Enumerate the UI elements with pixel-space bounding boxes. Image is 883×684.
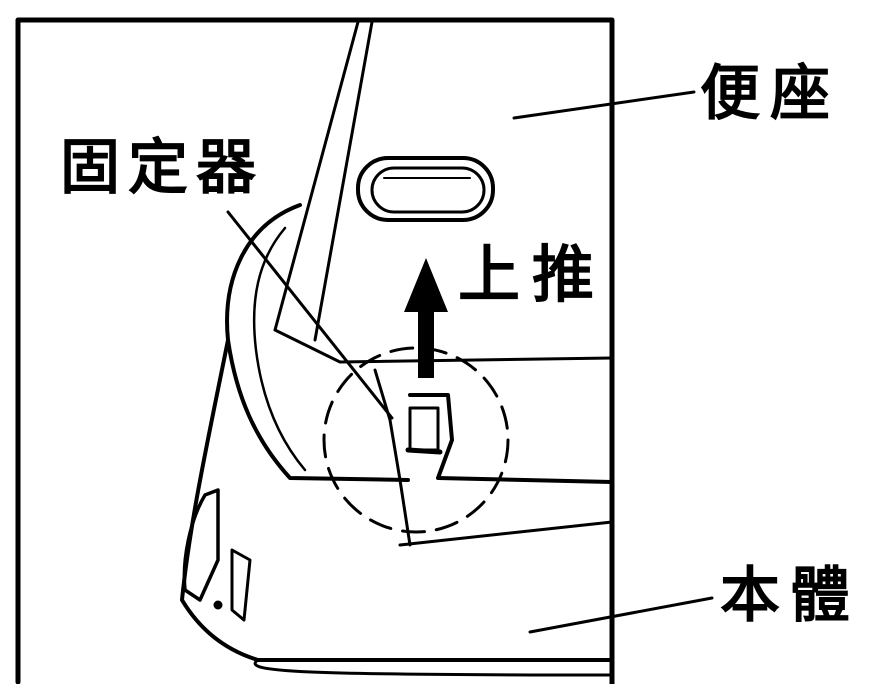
fixer-mechanism	[373, 368, 614, 547]
frame	[15, 17, 615, 684]
seat-label: 便座	[700, 59, 840, 129]
leader-lines	[226, 90, 714, 634]
fixer-label: 固定器	[60, 133, 264, 203]
push-up-arrow	[404, 258, 448, 378]
body-label: 本體	[720, 561, 860, 631]
seat-leader-line	[512, 90, 696, 120]
push-up-label: 上推	[458, 238, 607, 311]
seat-handle-slot	[356, 156, 495, 222]
body-leader-line	[528, 596, 714, 634]
fixer-highlight-circle	[322, 346, 510, 534]
fixer-leader-line	[226, 210, 394, 420]
body-outline	[180, 338, 614, 677]
